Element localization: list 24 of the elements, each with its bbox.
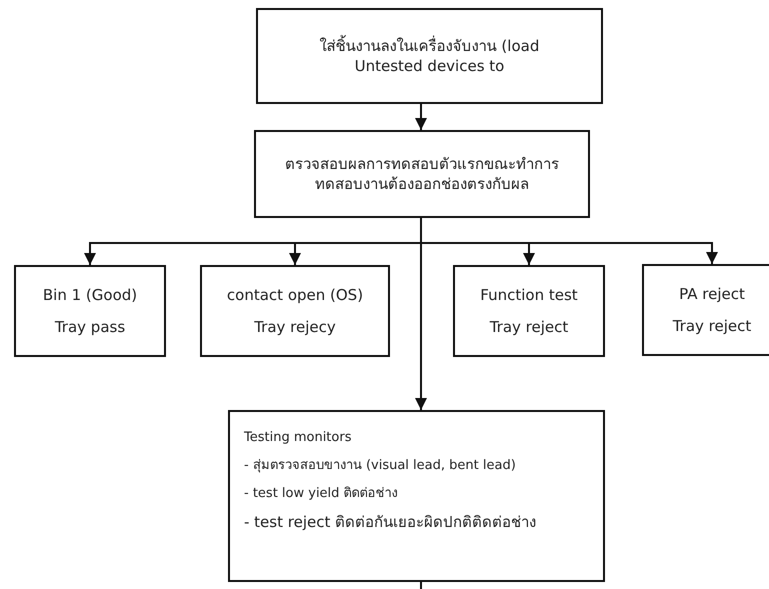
box-text: PA reject bbox=[679, 284, 745, 304]
list-item: - สุ่มตรวจสอบขางาน (visual lead, bent lead) bbox=[244, 457, 516, 475]
box-text: Tray reject bbox=[490, 317, 568, 337]
list-item: - test low yield ติดต่อช่าง bbox=[244, 485, 398, 503]
box-heading: Testing monitors bbox=[244, 429, 352, 447]
box-text: Tray rejecy bbox=[254, 317, 336, 337]
box-text: contact open (OS) bbox=[226, 285, 364, 305]
arrow bbox=[415, 104, 427, 130]
box-text: Bin 1 (Good) bbox=[42, 285, 138, 305]
box-text: ใส่ชิ้นงานลงในเครื่องจับงาน (load Untested devices to bbox=[318, 36, 540, 76]
process-box bbox=[453, 265, 605, 357]
process-box bbox=[200, 265, 390, 357]
process-box bbox=[228, 410, 605, 582]
process-box bbox=[254, 130, 590, 218]
list-item: - test reject ติดต่อกันเยอะผิดปกติติดต่อช่าง bbox=[244, 512, 536, 532]
process-box bbox=[14, 265, 166, 357]
box-text: Tray pass bbox=[54, 317, 126, 337]
box-text: Tray reject bbox=[672, 316, 752, 336]
process-box bbox=[256, 8, 603, 104]
connector-line bbox=[420, 582, 422, 589]
box-text: Function test bbox=[480, 285, 578, 305]
process-box bbox=[642, 264, 769, 356]
box-text: ตรวจสอบผลการทดสอบตัวแรกขณะทำการทดสอบงานต้องออกช่องตรงกับผล bbox=[284, 154, 560, 194]
arrow bbox=[415, 218, 427, 410]
